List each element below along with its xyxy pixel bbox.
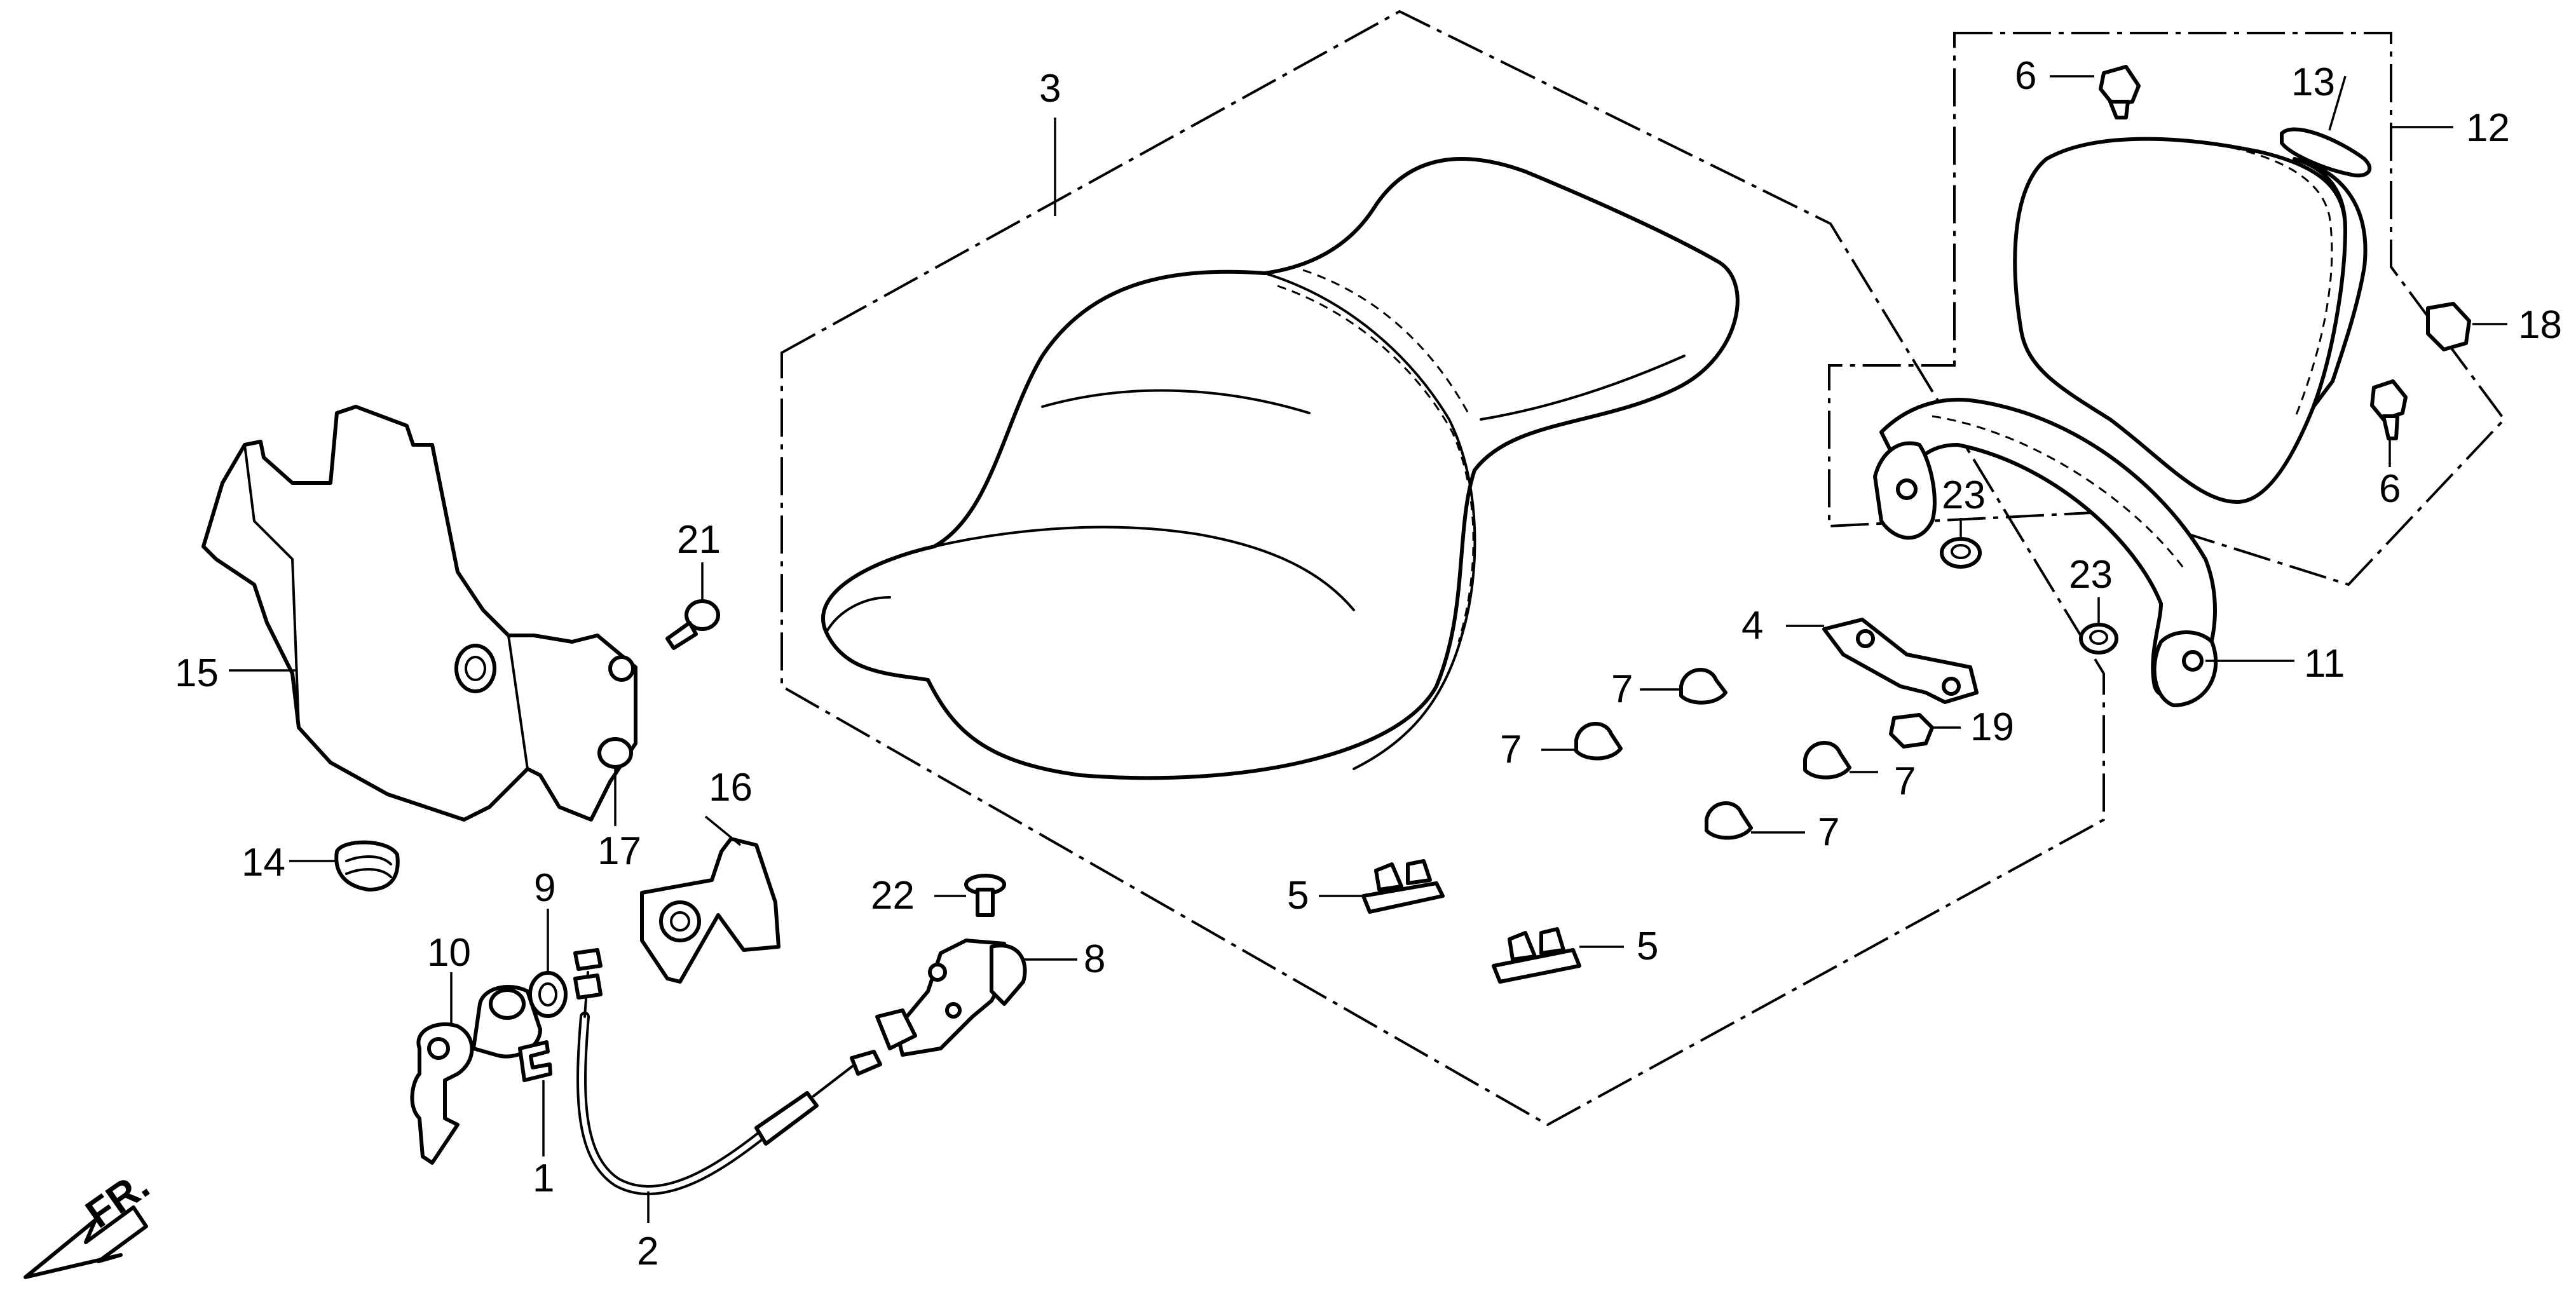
callout-21: 21 — [677, 518, 721, 562]
callout-7-c: 7 — [1894, 759, 1916, 803]
callout-23-a: 23 — [1942, 473, 1986, 517]
seat-bracket[interactable] — [1822, 618, 1979, 704]
bumper-7-b[interactable] — [1574, 722, 1623, 761]
front-arrow-icon — [24, 1205, 148, 1279]
seat-rubber-5-a[interactable] — [1361, 859, 1445, 914]
nut-23-a[interactable] — [1940, 537, 1982, 569]
callout-9: 9 — [534, 866, 555, 910]
callout-13: 13 — [2291, 60, 2335, 104]
grommet-14[interactable] — [334, 840, 400, 892]
callout-3: 3 — [1039, 67, 1061, 111]
bumper-7-c[interactable] — [1803, 741, 1851, 780]
callout-6-right: 6 — [2379, 467, 2401, 511]
callout-11: 11 — [2304, 642, 2345, 686]
backrest-pad[interactable] — [2013, 137, 2368, 504]
bumper-7-d[interactable] — [1705, 801, 1753, 840]
nut-23-b[interactable] — [2079, 623, 2118, 654]
callout-7-a: 7 — [1611, 667, 1633, 711]
callout-6-top: 6 — [2015, 54, 2036, 98]
callout-5-b: 5 — [1637, 925, 1658, 968]
ignition-key[interactable] — [410, 1022, 474, 1165]
seat[interactable] — [821, 157, 1740, 780]
callout-19: 19 — [1970, 705, 2014, 749]
seat-assembly-box — [780, 10, 2105, 1127]
backrest-assembly-box — [1828, 32, 2506, 587]
callout-17: 17 — [597, 829, 641, 873]
nut-18[interactable] — [2426, 302, 2471, 351]
callout-12: 12 — [2466, 106, 2510, 150]
cap[interactable] — [2280, 127, 2372, 178]
bolt-21[interactable] — [665, 599, 720, 650]
seat-lock-cable[interactable] — [573, 948, 882, 1195]
clip-1[interactable] — [518, 1040, 552, 1082]
bracket-16[interactable] — [640, 837, 780, 984]
clip-6-top[interactable] — [2099, 65, 2141, 119]
callout-14: 14 — [242, 841, 285, 885]
bolt-22[interactable] — [964, 874, 1006, 917]
bolt-17[interactable] — [597, 737, 633, 769]
callout-7-b: 7 — [1500, 728, 1522, 771]
tool-box[interactable] — [201, 405, 637, 822]
callout-1: 1 — [533, 1156, 554, 1200]
bumper-7-a[interactable] — [1679, 668, 1728, 705]
callout-5-a: 5 — [1287, 874, 1309, 918]
nut-19[interactable] — [1889, 713, 1934, 749]
leader-lines — [229, 75, 2507, 1223]
callout-2: 2 — [637, 1230, 658, 1273]
backrest-stay[interactable] — [1873, 398, 2218, 707]
callout-16: 16 — [709, 766, 753, 810]
seat-lock[interactable] — [875, 939, 1027, 1057]
washer-9[interactable] — [528, 971, 568, 1018]
callout-18: 18 — [2518, 303, 2562, 347]
callout-22: 22 — [871, 874, 915, 918]
callout-23-b: 23 — [2069, 553, 2113, 597]
callout-4: 4 — [1741, 604, 1763, 648]
callout-8: 8 — [1084, 937, 1105, 981]
callout-15: 15 — [175, 651, 219, 695]
callout-7-d: 7 — [1818, 810, 1839, 854]
key-cylinder[interactable] — [472, 985, 542, 1059]
callout-10: 10 — [427, 931, 471, 975]
clip-6-right[interactable] — [2370, 379, 2408, 440]
seat-rubber-5-b[interactable] — [1492, 927, 1581, 984]
